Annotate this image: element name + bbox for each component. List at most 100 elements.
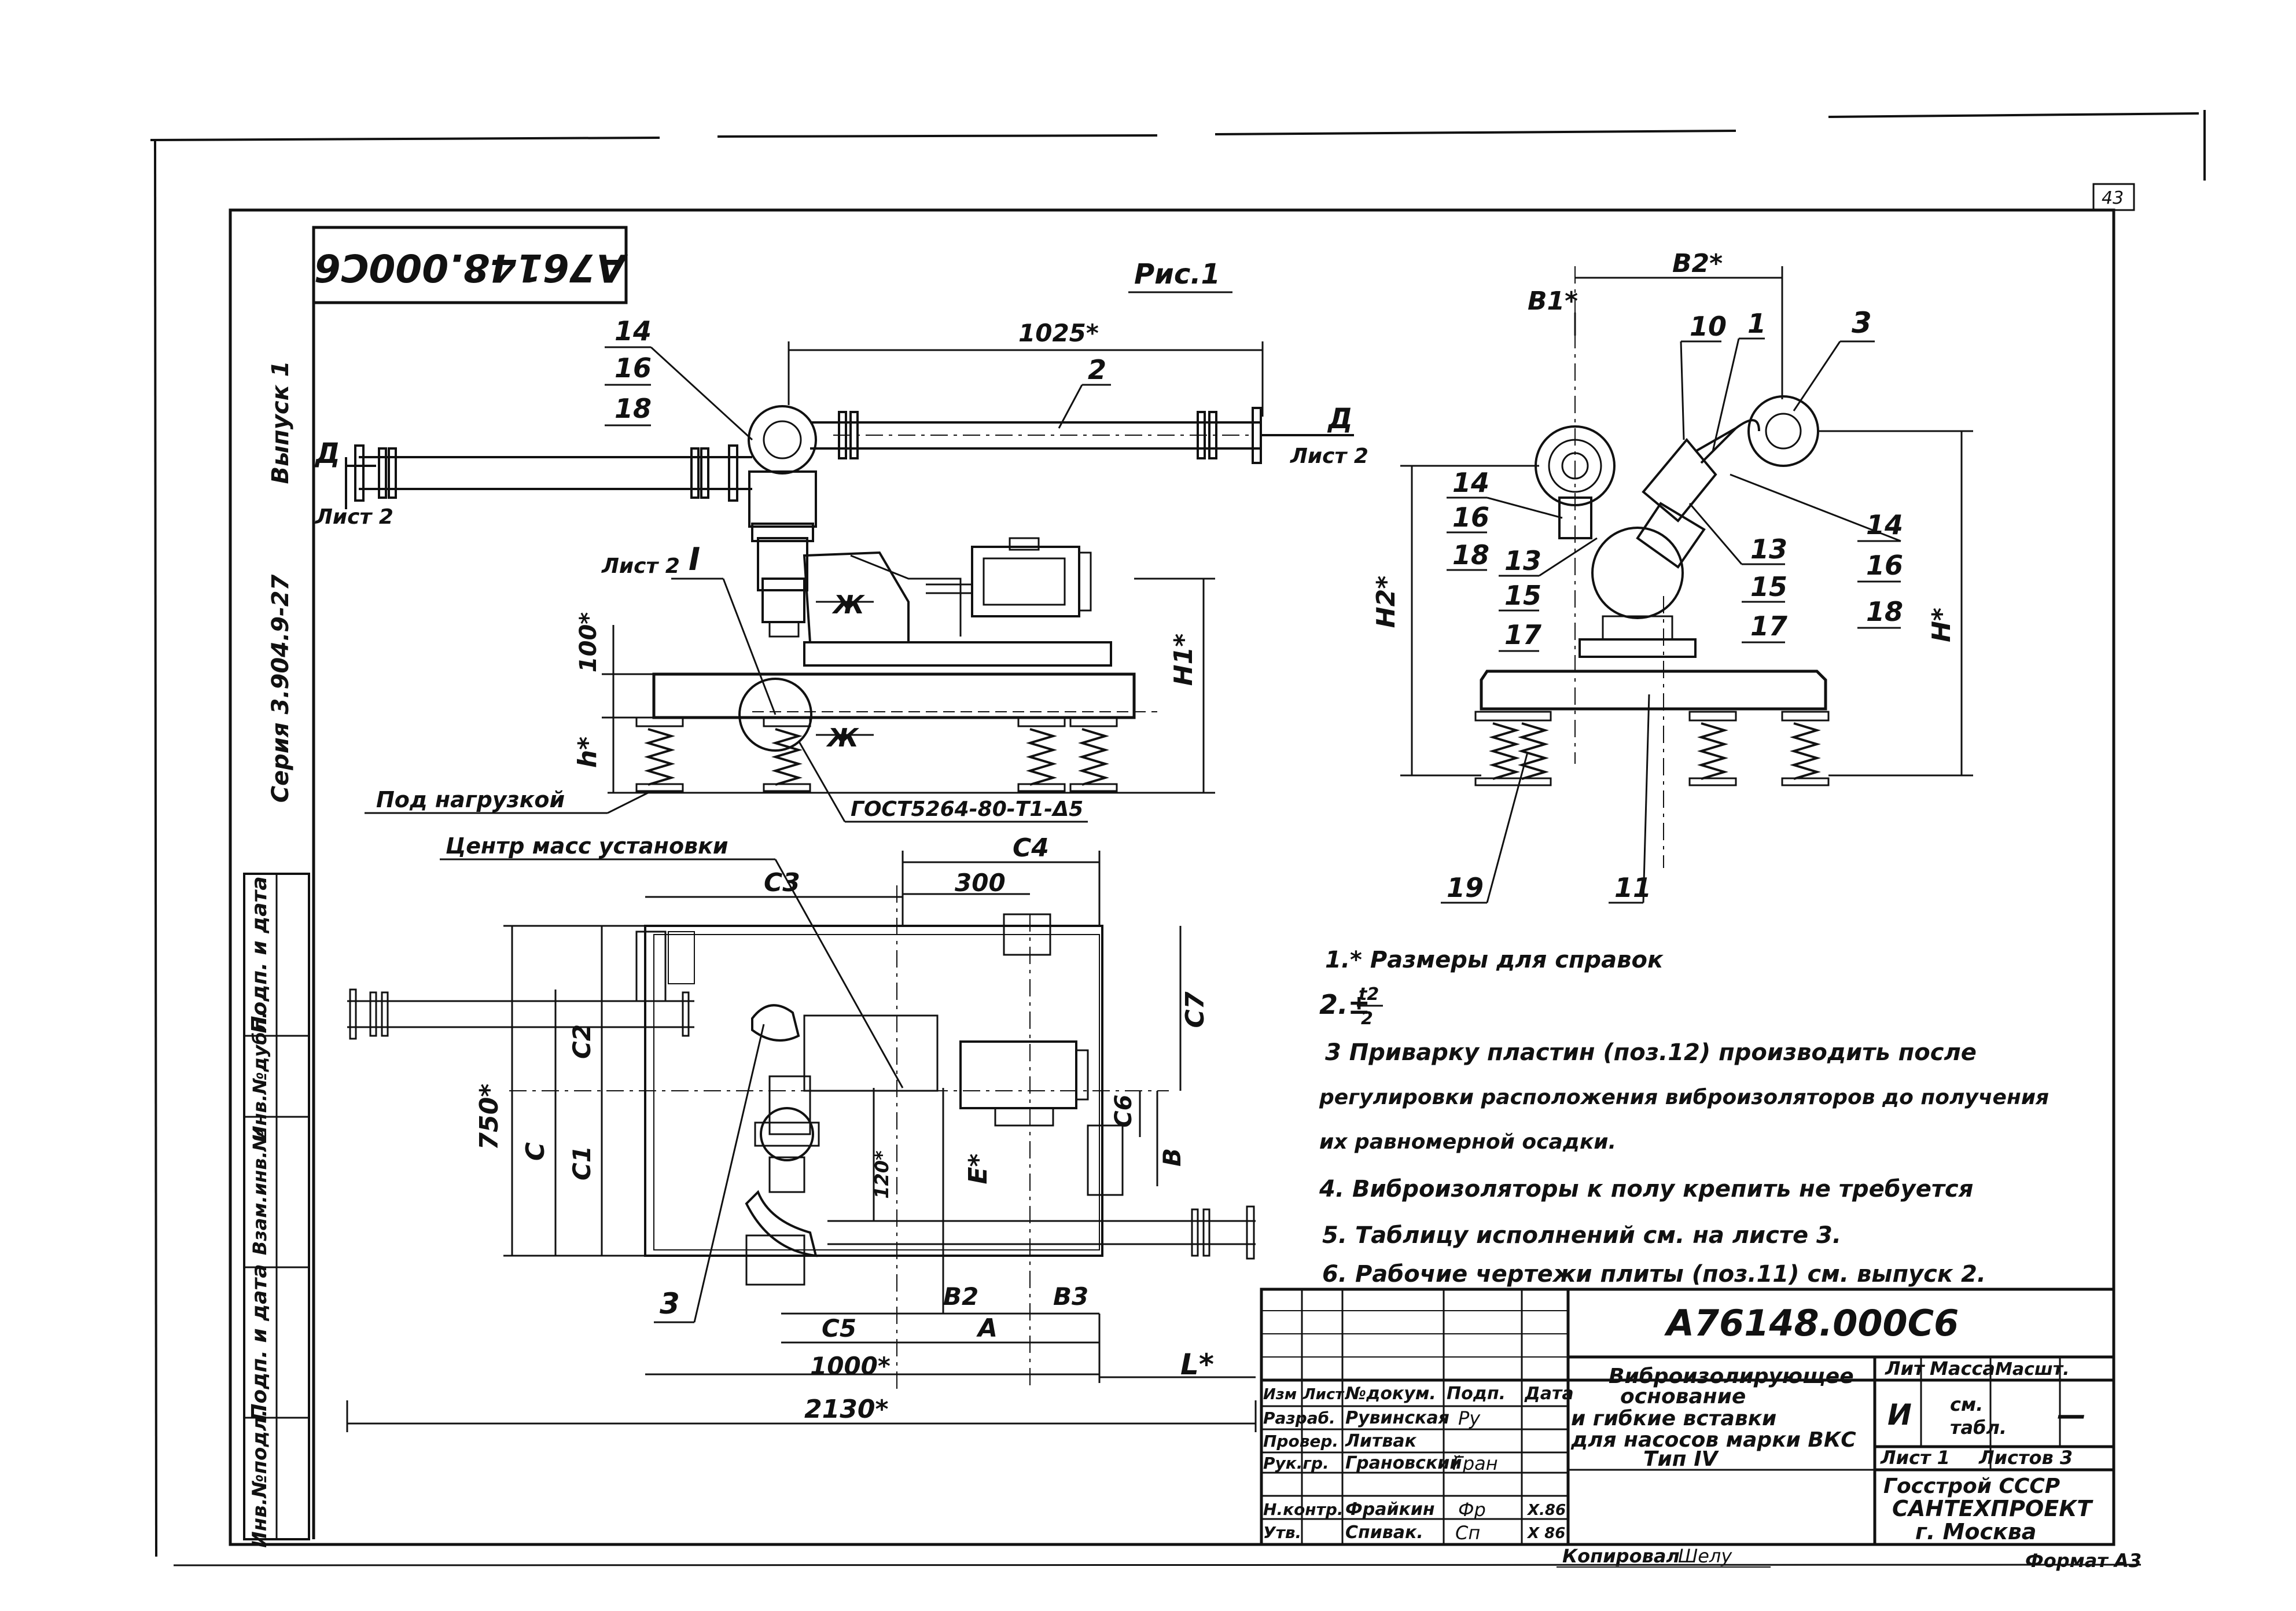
dim-C-text: C: [521, 1142, 550, 1161]
callout-14-16-18-side-left: [1447, 496, 1598, 652]
tb-r4-date: X.86: [1526, 1502, 1566, 1519]
dim-1025: [788, 341, 1264, 417]
callout-14-16-18-front: [605, 346, 753, 441]
tb-r3-sig: Гран: [1452, 1452, 1498, 1474]
dim-C4-text: C4: [1013, 833, 1049, 863]
inner-frame: [229, 208, 2115, 1546]
plan-dims: [346, 851, 1257, 1432]
callout-13-a: 13: [1504, 545, 1541, 576]
tb-masht-val: —: [2057, 1398, 2086, 1432]
dim-B-text: B: [1158, 1148, 1186, 1167]
callout-14-c: 14: [1866, 509, 1903, 540]
callout-13-b: 13: [1750, 534, 1787, 565]
note-2: 2.±: [1319, 989, 1370, 1020]
callout-14-a: 14: [615, 315, 652, 347]
callout-1: 1: [1747, 308, 1766, 339]
tb-r4-role: Н.контр.: [1263, 1500, 1344, 1519]
callout-15-b: 15: [1750, 571, 1787, 602]
dim-H2-text: H2*: [1371, 576, 1401, 628]
view-mark-zh-2: Ж: [826, 723, 859, 753]
dim-300-text: 300: [955, 869, 1006, 897]
callout-14-b: 14: [1452, 467, 1489, 498]
dim-120-text: 120*: [871, 1150, 893, 1199]
callout-18-b: 18: [1452, 539, 1489, 571]
tb-r5-name: Спивак.: [1345, 1522, 1423, 1543]
tb-h-list: Лист: [1302, 1386, 1345, 1403]
note-4: 4. Виброизоляторы к полу крепить не треб…: [1319, 1176, 1973, 1202]
stamp-podp-data: Подп. и дата: [248, 1264, 271, 1421]
front-elevation: [354, 405, 1262, 794]
side-dims: [1400, 266, 1973, 777]
callout-17-b: 17: [1750, 610, 1787, 642]
mass-center-label: Центр масс установки: [446, 833, 728, 859]
tb-r4-name: Фрайкин: [1345, 1499, 1435, 1520]
dim-C1-text: C1: [568, 1146, 596, 1180]
tb-h-izm: Изм: [1263, 1386, 1297, 1403]
callout-19: 19: [1447, 872, 1484, 903]
callout-15-a: 15: [1504, 580, 1541, 611]
note-1: 1.* Размеры для справок: [1325, 947, 1664, 973]
note-3b: регулировки расположения виброизоляторов…: [1319, 1086, 2049, 1109]
side-view: [1474, 266, 1830, 868]
outer-frame: [150, 110, 2206, 1566]
callout-16-b: 16: [1452, 502, 1489, 533]
section-mark-right: Д: [1327, 403, 1353, 435]
callout-17-a: 17: [1504, 619, 1541, 650]
tb-designation: А76148.000С6: [1664, 1302, 1959, 1344]
tb-r1-sig: Ру: [1458, 1407, 1481, 1429]
plan-view: [347, 885, 1256, 1389]
sheet-number: 43: [2102, 188, 2124, 208]
tb-r3-name: Грановский: [1345, 1453, 1462, 1473]
tb-name-4: для насосов марки ВКС: [1570, 1428, 1856, 1452]
callout-16-a: 16: [615, 352, 652, 384]
callout-16-c: 16: [1866, 550, 1903, 581]
detail-mark-I: I: [689, 541, 700, 578]
tb-name-2: основание: [1620, 1385, 1746, 1408]
dim-B3-text: B3: [1053, 1282, 1088, 1311]
dim-B2b-text: B2: [943, 1282, 978, 1311]
dim-2130-text: 2130*: [804, 1395, 888, 1424]
tb-r2-role: Провер.: [1263, 1432, 1338, 1451]
callout-2: 2: [1088, 354, 1106, 385]
dims-vertical-front: [602, 578, 1215, 793]
sheet-ref-right: Лист 2: [1290, 444, 1368, 468]
stamp-inv-dubl: Инв.№дубл.: [249, 1012, 271, 1141]
tb-lit: Лит: [1885, 1358, 1926, 1380]
tb-list: Лист 1: [1880, 1447, 1950, 1469]
note-3a: 3 Приварку пластин (поз.12) производить …: [1325, 1039, 1977, 1066]
tb-h-podp: Подп.: [1447, 1384, 1506, 1404]
dim-750-text: 750*: [474, 1084, 504, 1150]
dim-L-text: L*: [1180, 1348, 1214, 1381]
tb-org-1: Госстрой СССР: [1883, 1474, 2060, 1498]
tb-listov: Листов 3: [1978, 1447, 2073, 1469]
title-block: [1260, 1288, 2115, 1546]
note-3c: их равномерной осадки.: [1319, 1130, 1616, 1154]
copied-by-label: Копировал: [1562, 1545, 1680, 1567]
dim-1000-text: 1000*: [810, 1352, 891, 1380]
callout-3-plan: 3: [660, 1287, 680, 1321]
tb-massa: Масса: [1930, 1358, 1995, 1380]
dim-h-text: h*: [573, 737, 602, 768]
tb-h-ndok: №докум.: [1344, 1384, 1436, 1404]
dim-B2-text: B2*: [1672, 249, 1723, 278]
issue-label: Выпуск 1: [267, 361, 294, 484]
dim-H1-text: H1*: [1169, 634, 1198, 686]
tb-name-5: Тип IV: [1643, 1447, 1720, 1471]
dim-C6-text: C6: [1110, 1094, 1137, 1127]
note-6: 6. Рабочие чертежи плиты (поз.11) см. вы…: [1322, 1261, 1986, 1288]
tb-massa-val-2: табл.: [1950, 1417, 2007, 1439]
tb-r1-name: Рувинская: [1345, 1408, 1449, 1428]
dim-C2-text: C2: [568, 1024, 596, 1059]
tb-org-3: г. Москва: [1915, 1519, 2036, 1544]
sheet-number-box: [2092, 183, 2135, 211]
callout-18-a: 18: [615, 393, 652, 424]
dim-C7-text: C7: [1180, 991, 1210, 1028]
stamp-podp-data-top: Подп. и дата: [248, 876, 271, 1033]
callout-11: 11: [1614, 872, 1651, 903]
tb-r5-role: Утв.: [1263, 1523, 1301, 1542]
tb-name-3: и гибкие вставки: [1571, 1407, 1776, 1430]
figure-title: Рис.1: [1134, 258, 1220, 290]
notes-block: 1.* Размеры для справок 2.± t2 2 3 Прива…: [1319, 947, 2049, 1288]
designation-top: А76148.000С6: [314, 245, 628, 290]
dim-E-text: E*: [963, 1153, 993, 1184]
